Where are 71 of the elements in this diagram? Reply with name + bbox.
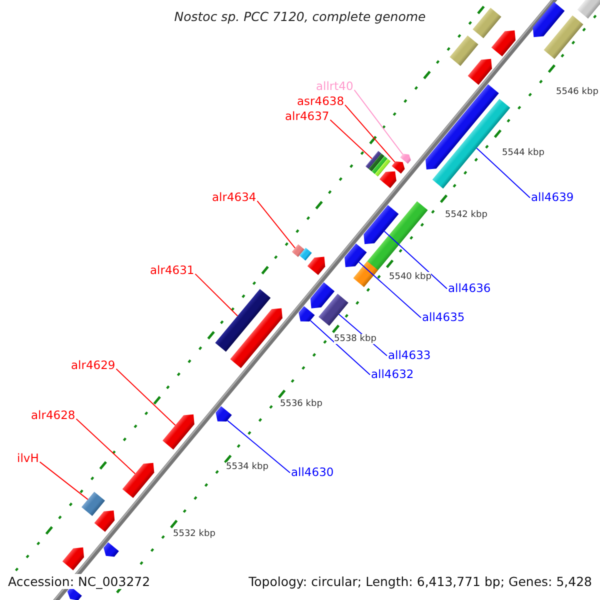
gene-feature-block <box>366 150 382 169</box>
gene-feature-block <box>577 0 600 19</box>
gene-label: all4633 <box>388 348 431 362</box>
gene-feature-block <box>374 158 391 177</box>
gene-feature <box>392 161 405 174</box>
gene-feature-block <box>472 8 502 38</box>
leader-line <box>194 273 238 316</box>
gene-label: all4632 <box>371 367 414 381</box>
leader-line <box>310 320 370 376</box>
scale-label: 5536 kbp <box>280 399 322 409</box>
leader-line <box>358 262 422 318</box>
gene-feature-block <box>368 153 384 172</box>
scale-label: 5540 kbp <box>389 272 432 282</box>
gene-label: alr4637 <box>285 109 330 123</box>
gene-label: alr4631 <box>150 263 194 277</box>
gene-label: all4630 <box>291 465 334 479</box>
gene-feature <box>162 414 194 450</box>
gene-feature <box>400 154 411 164</box>
gene-feature-block <box>81 492 105 516</box>
gene-feature <box>310 282 335 308</box>
scale-label: 5546 kbp <box>556 87 598 97</box>
gene-feature <box>426 84 499 170</box>
gene-feature <box>491 30 516 56</box>
gene-feature <box>344 243 367 268</box>
gene-feature <box>122 462 154 498</box>
gene-feature <box>307 256 326 276</box>
leader-line <box>226 420 290 474</box>
gene-feature-block <box>299 248 312 261</box>
leader-line <box>330 119 372 160</box>
gene-feature <box>62 547 84 570</box>
gene-feature <box>104 542 119 557</box>
gene-label: all4635 <box>422 310 465 324</box>
gene-feature-block <box>292 244 304 258</box>
gene-feature-block <box>544 15 584 59</box>
gene-label: alr4629 <box>71 358 116 372</box>
gene-feature <box>230 308 282 368</box>
leader-line <box>384 230 448 290</box>
gene-feature-block <box>450 35 478 66</box>
leader-line <box>476 148 530 198</box>
scale-label: 5534 kbp <box>226 462 268 472</box>
scale-label: 5532 kbp <box>173 529 216 539</box>
gene-feature <box>94 510 115 532</box>
leader-line <box>39 461 88 500</box>
scale-label: 5538 kbp <box>334 334 376 344</box>
gene-feature <box>216 406 232 422</box>
gene-feature-block <box>353 261 378 288</box>
leader-line <box>256 200 296 249</box>
gene-feature <box>468 58 492 85</box>
leader-line <box>344 104 396 163</box>
gene-feature <box>379 171 396 188</box>
leader-line <box>354 89 404 155</box>
gene-label: all4639 <box>531 190 574 204</box>
scale-label: 5544 kbp <box>502 148 544 158</box>
genome-stats-text: Topology: circular; Length: 6,413,771 bp; Genes: 5,428 <box>248 574 592 589</box>
gene-label: allrt40 <box>316 79 354 93</box>
gene-feature <box>298 306 315 322</box>
gene-feature-block <box>372 156 388 174</box>
scale-label: 5542 kbp <box>445 210 488 220</box>
gene-label: asr4638 <box>297 94 344 108</box>
gene-label: all4636 <box>448 281 491 295</box>
gene-label: ilvH <box>17 451 39 465</box>
leader-line <box>76 418 136 474</box>
gene-feature <box>364 205 399 244</box>
map-title: Nostoc sp. PCC 7120, complete genome <box>174 9 426 24</box>
gene-label: alr4628 <box>31 408 76 422</box>
leader-line <box>116 368 176 426</box>
accession-text: Accession: NC_003272 <box>8 574 150 589</box>
gene-feature <box>532 2 565 38</box>
gene-label: alr4634 <box>212 190 256 204</box>
gene-feature-block <box>215 288 271 352</box>
gene-feature-block <box>318 294 348 326</box>
